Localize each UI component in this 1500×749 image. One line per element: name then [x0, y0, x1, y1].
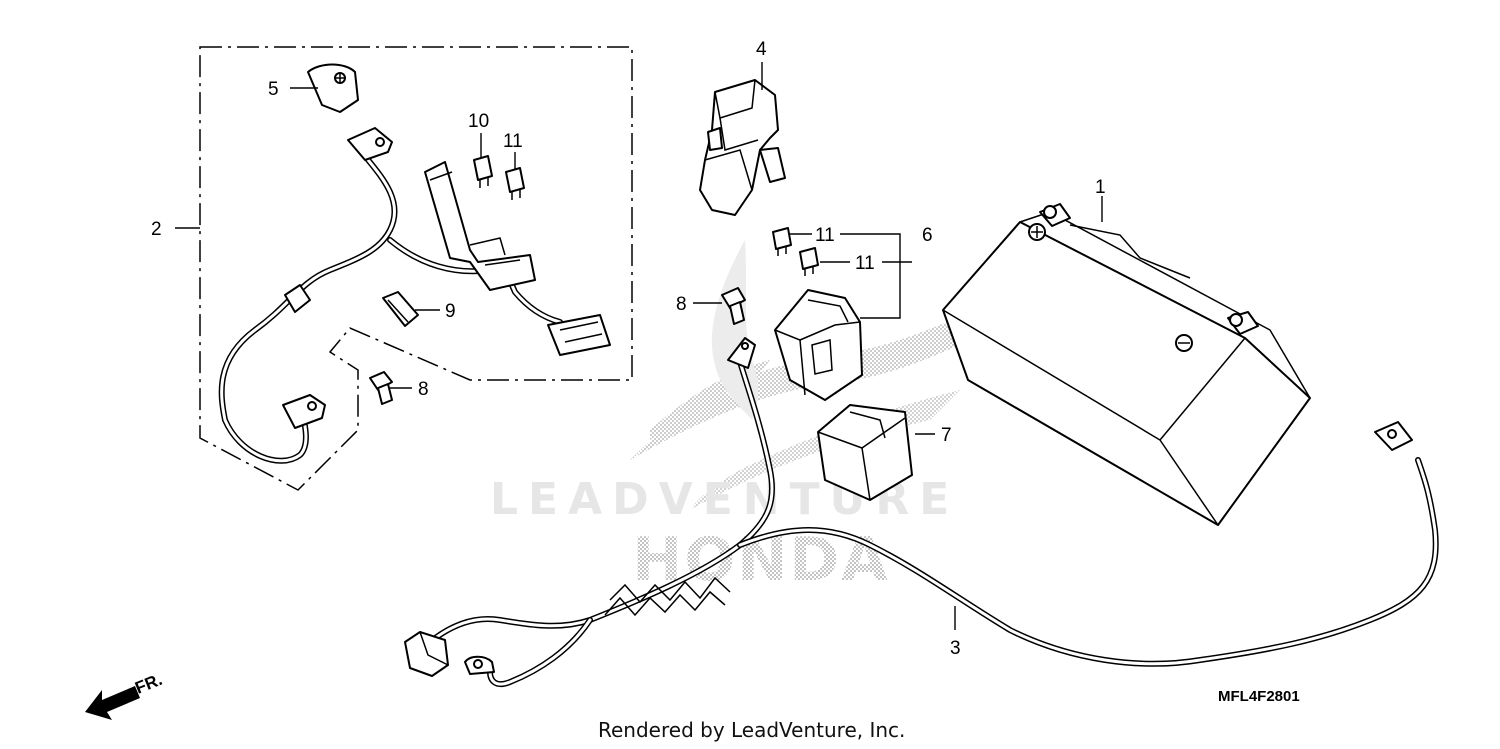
callout-10: 10: [468, 111, 489, 132]
fuse-11-b: [799, 247, 819, 276]
main-harness-3: [404, 337, 1439, 688]
kit-frame-2: [199, 46, 633, 491]
callout-5: 5: [268, 79, 279, 100]
fuse-10: [473, 155, 493, 188]
battery-1: [942, 203, 1311, 526]
callout-11-frame: 11: [503, 131, 523, 152]
callout-2: 2: [151, 219, 162, 240]
fuse-box-6: [774, 289, 863, 401]
fuse-cover-9: [382, 291, 419, 327]
credit-line: Rendered by LeadVenture, Inc.: [598, 718, 905, 742]
callout-1: 1: [1095, 177, 1106, 198]
terminal-cover-5: [307, 63, 359, 113]
starter-relay-4: [699, 79, 786, 216]
callout-7: 7: [941, 425, 952, 446]
diagram-code: MFL4F2801: [1218, 688, 1300, 705]
bolt-8: [721, 287, 746, 325]
callout-11-lower: 11: [855, 253, 875, 274]
callout-8-frame: 8: [418, 379, 429, 400]
fuse-11-a: [772, 227, 792, 256]
cover-7: [817, 404, 913, 501]
callout-11-top: 11: [815, 225, 835, 246]
callout-9: 9: [445, 301, 456, 322]
fr-arrow-icon: [85, 686, 140, 720]
callout-8: 8: [676, 294, 687, 315]
sub-harness-2: [218, 127, 611, 464]
fr-label: FR.: [132, 670, 165, 698]
callout-3: 3: [950, 638, 961, 659]
leader-lines: [175, 62, 1103, 630]
callout-6: 6: [922, 225, 933, 246]
bolt-8-frame: [369, 371, 393, 405]
front-direction-arrow: FR.: [85, 670, 165, 720]
fuse-11-frame: [505, 167, 525, 200]
callout-4: 4: [756, 39, 767, 60]
